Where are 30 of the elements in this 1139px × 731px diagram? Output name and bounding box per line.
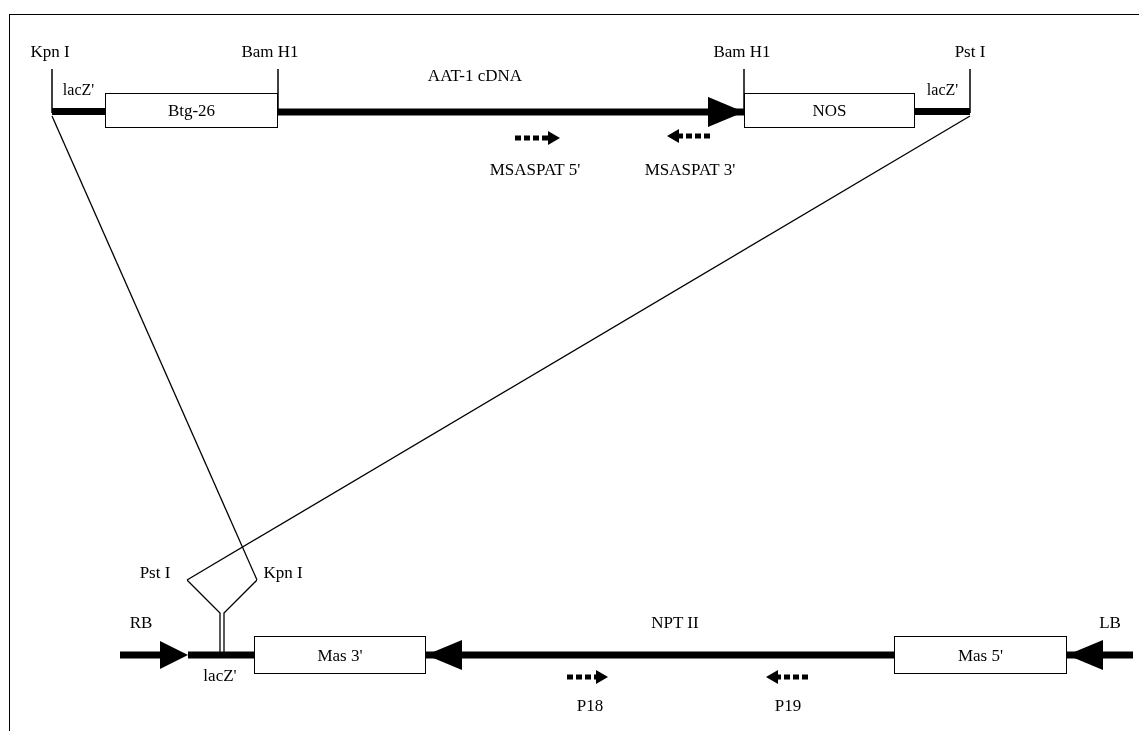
- insert-line: [51, 115, 258, 581]
- sequence-label: P18: [576, 695, 604, 717]
- element-name: Btg-26: [167, 102, 216, 119]
- edge-label: LB: [1099, 612, 1121, 634]
- insertion-site-drawing: [187, 580, 257, 652]
- gene-arrow: [278, 96, 744, 127]
- element-name: Mas 3': [317, 646, 363, 664]
- sequence-label: MSASPAT 5': [489, 159, 581, 181]
- element-name: Mas 5': [957, 646, 1004, 664]
- gene-element-box: [254, 636, 426, 674]
- gene-element-box: [894, 636, 1067, 674]
- restriction-site-label: Bam H1: [241, 41, 299, 63]
- sequence-label: Kpn I: [263, 562, 303, 584]
- gene-element-box: [105, 93, 278, 128]
- region-name: lacZ': [62, 80, 95, 100]
- edge-label: AAT-1 cDNA: [427, 65, 523, 87]
- restriction-site-label: Kpn I: [30, 41, 70, 63]
- region-name: lacZ': [926, 80, 959, 100]
- edge-label: NPT II: [651, 612, 699, 634]
- sequence-label: P19: [774, 695, 802, 717]
- restriction-site-label: Bam H1: [713, 41, 771, 63]
- sequence-label: RB: [129, 612, 153, 634]
- sequence-label: lacZ': [203, 665, 237, 687]
- element-name: NOS: [812, 102, 847, 119]
- insert-line: [186, 115, 971, 581]
- gene-element-box: [744, 93, 915, 128]
- sequence-label: Pst I: [139, 562, 171, 584]
- sequence-label: MSASPAT 3': [644, 159, 736, 181]
- restriction-site-label: Pst I: [954, 41, 986, 63]
- gene-arrow: [426, 640, 894, 670]
